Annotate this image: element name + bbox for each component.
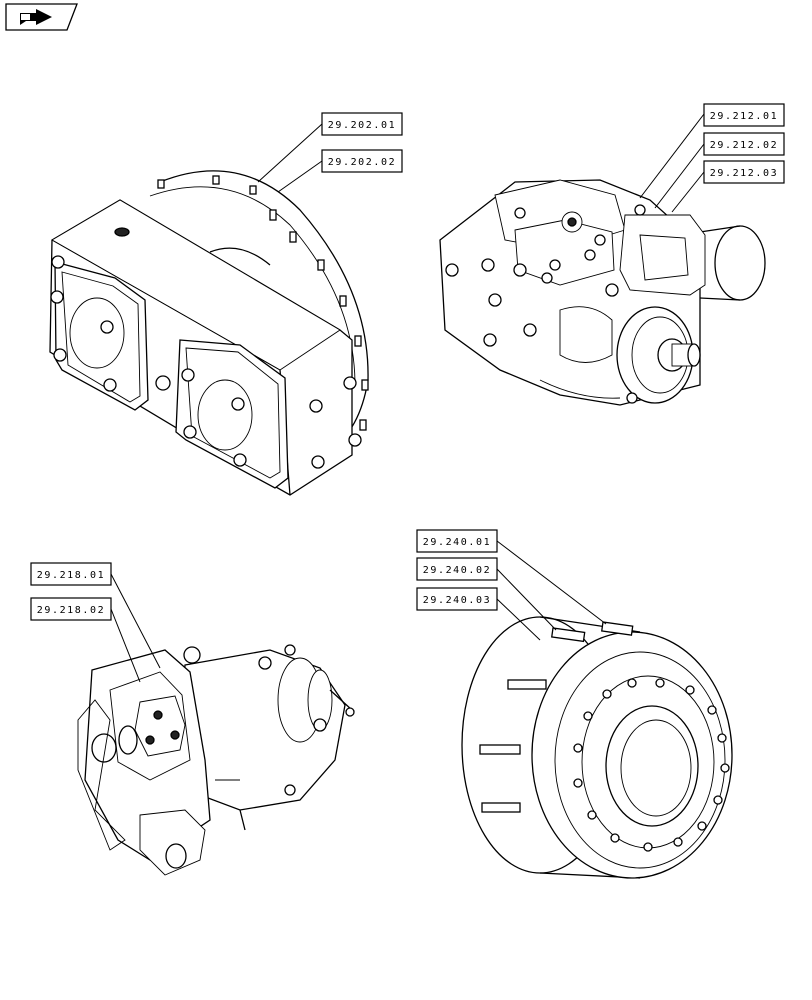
hydraulic-motor-drawing — [77, 644, 355, 876]
ref-label-text: 29.218.02 — [37, 605, 106, 616]
ref-label-29-202-01[interactable]: 29.202.01 — [321, 112, 403, 136]
ref-label-29-212-02[interactable]: 29.212.02 — [703, 132, 785, 156]
ref-label-text: 29.240.03 — [423, 595, 492, 606]
ref-label-29-218-01[interactable]: 29.218.01 — [30, 562, 112, 586]
ref-label-29-212-03[interactable]: 29.212.03 — [703, 160, 785, 184]
ref-label-29-202-02[interactable]: 29.202.02 — [321, 149, 403, 173]
ref-label-text: 29.212.02 — [710, 140, 779, 151]
ref-label-text: 29.202.01 — [328, 120, 397, 131]
hydraulic-pump-drawing — [439, 179, 766, 406]
ref-label-text: 29.202.02 — [328, 157, 397, 168]
ref-label-text: 29.212.03 — [710, 168, 779, 179]
ref-label-29-240-03[interactable]: 29.240.03 — [416, 587, 498, 611]
forward-arrow-icon — [20, 9, 52, 25]
ref-label-text: 29.240.02 — [423, 565, 492, 576]
ref-label-29-240-01[interactable]: 29.240.01 — [416, 529, 498, 553]
ref-label-text: 29.218.01 — [37, 570, 106, 581]
leader-lines — [110, 113, 705, 683]
ref-label-text: 29.240.01 — [423, 537, 492, 548]
wheel-hub-drawing — [461, 616, 733, 879]
ref-label-29-240-02[interactable]: 29.240.02 — [416, 557, 498, 581]
ref-label-29-218-02[interactable]: 29.218.02 — [30, 597, 112, 621]
ref-label-text: 29.212.01 — [710, 111, 779, 122]
navigation-button[interactable] — [5, 3, 78, 31]
gearbox-drawing — [49, 170, 369, 496]
ref-label-29-212-01[interactable]: 29.212.01 — [703, 103, 785, 127]
